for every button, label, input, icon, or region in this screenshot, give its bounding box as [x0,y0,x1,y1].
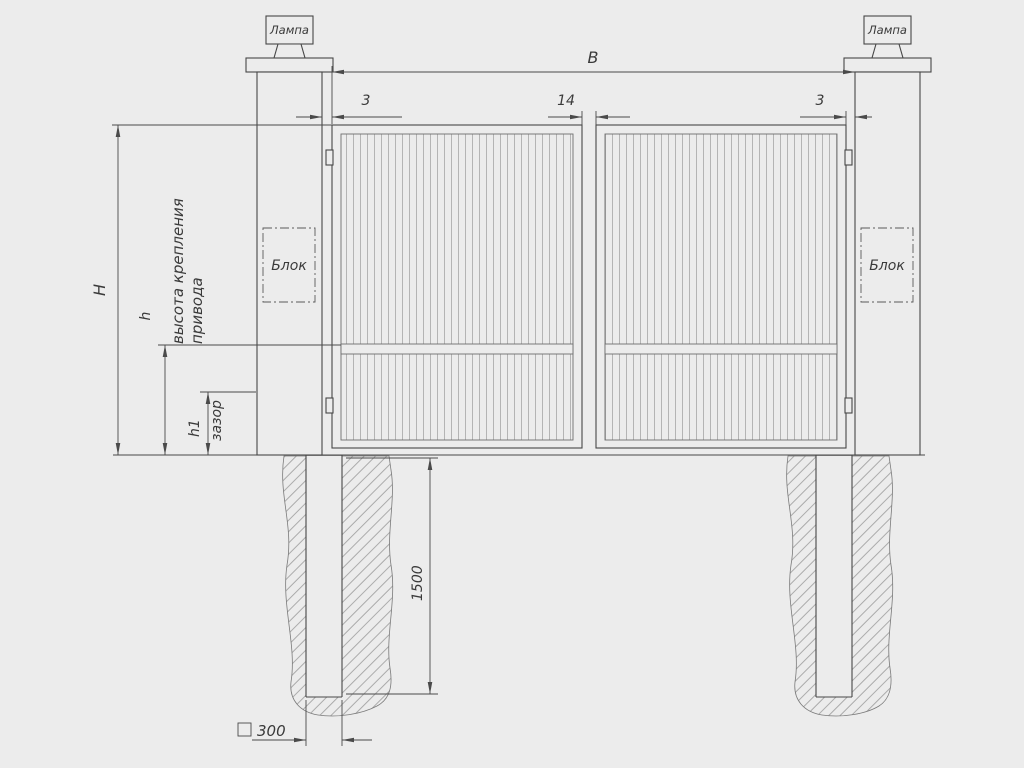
hinge-icon [325,149,334,166]
dimension-gap-right: 3 [800,93,872,125]
leaf-left-middle-rail [340,343,574,355]
lamp-box-right [863,15,912,45]
square-section-icon [237,722,252,737]
clearance-note: зазор [209,400,225,441]
leaf-left-infill [340,133,574,441]
lamp-right-label: Лампа [867,23,907,37]
lamp-base-right [871,43,904,59]
dimension-drive-height: h высота крепления привода [138,198,341,455]
leaf-right-middle-rail [604,343,838,355]
dimension-post-section: 300 [237,700,372,746]
dim-h-drive-label: h [138,312,154,321]
drive-note-line2: привода [188,277,206,344]
gate-right-leaf [595,124,853,449]
dim-h1-label: h1 [187,419,203,437]
hinge-icon [325,397,334,414]
leaf-right-infill [604,133,838,441]
foundation-pile-left [306,456,342,697]
dim-1500-label: 1500 [410,565,426,601]
gate-left-leaf [325,124,583,449]
dimension-gap-left: 3 [296,93,402,120]
dimension-foundation-depth: 1500 [346,457,438,695]
dimension-overall-height: H [90,124,332,455]
dim-gap-center-label: 14 [557,93,575,109]
drive-note-line1: высота крепления [169,198,187,344]
dimension-gap-center: 14 [548,93,630,125]
lamp-left-label: Лампа [269,23,309,37]
post-cap-right [843,57,932,73]
dim-gap-right-label: 3 [816,93,825,109]
post-left [256,71,323,456]
drive-block-left-label: Блок [271,258,307,274]
lamp-base-left [273,43,306,59]
foundation-pile-right [816,456,852,697]
dim-b-label: B [588,48,599,67]
right-post-assembly: Лампа Блок [843,15,932,456]
ground-and-foundation [113,454,925,717]
post-cap-left [245,57,334,73]
drive-block-left [262,227,316,303]
dim-h-total-label: H [90,284,109,296]
hinge-icon [844,397,853,414]
drive-block-right [860,227,914,303]
dimension-overall-width: B [331,48,855,124]
post-right [854,71,921,456]
left-post-assembly: Лампа Блок [245,15,334,456]
drive-block-right-label: Блок [869,258,905,274]
hinge-icon [844,149,853,166]
dimension-clearance: h1 зазор [187,391,256,455]
dim-300-label: 300 [257,722,286,740]
dim-gap-left-label: 3 [362,93,371,109]
